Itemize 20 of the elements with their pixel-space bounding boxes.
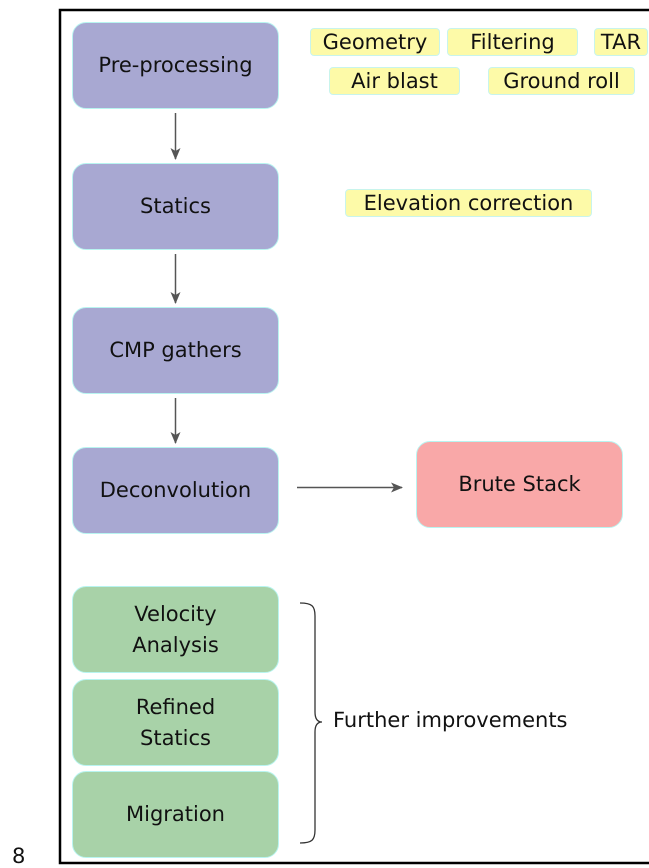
process-box: Statics bbox=[72, 163, 279, 250]
arrow bbox=[170, 398, 180, 444]
process-box: Pre-processing bbox=[72, 22, 279, 109]
tag-box: Filtering bbox=[447, 28, 578, 56]
brace-label: Further improvements bbox=[333, 708, 568, 732]
process-box: Deconvolution bbox=[72, 447, 279, 534]
page-number: 8 bbox=[12, 844, 26, 868]
arrow bbox=[170, 113, 180, 160]
tag-box: Air blast bbox=[329, 67, 460, 95]
process-box: Refined Statics bbox=[72, 679, 279, 766]
tag-box: Ground roll bbox=[488, 67, 635, 95]
arrow bbox=[297, 482, 403, 492]
process-box: CMP gathers bbox=[72, 307, 279, 394]
tag-box: Geometry bbox=[310, 28, 440, 56]
process-box: Migration bbox=[72, 771, 279, 858]
process-box: Velocity Analysis bbox=[72, 586, 279, 673]
tag-box: Elevation correction bbox=[345, 189, 592, 217]
tag-box: TAR bbox=[594, 28, 648, 56]
arrow bbox=[170, 254, 180, 304]
result-box: Brute Stack bbox=[416, 441, 623, 528]
